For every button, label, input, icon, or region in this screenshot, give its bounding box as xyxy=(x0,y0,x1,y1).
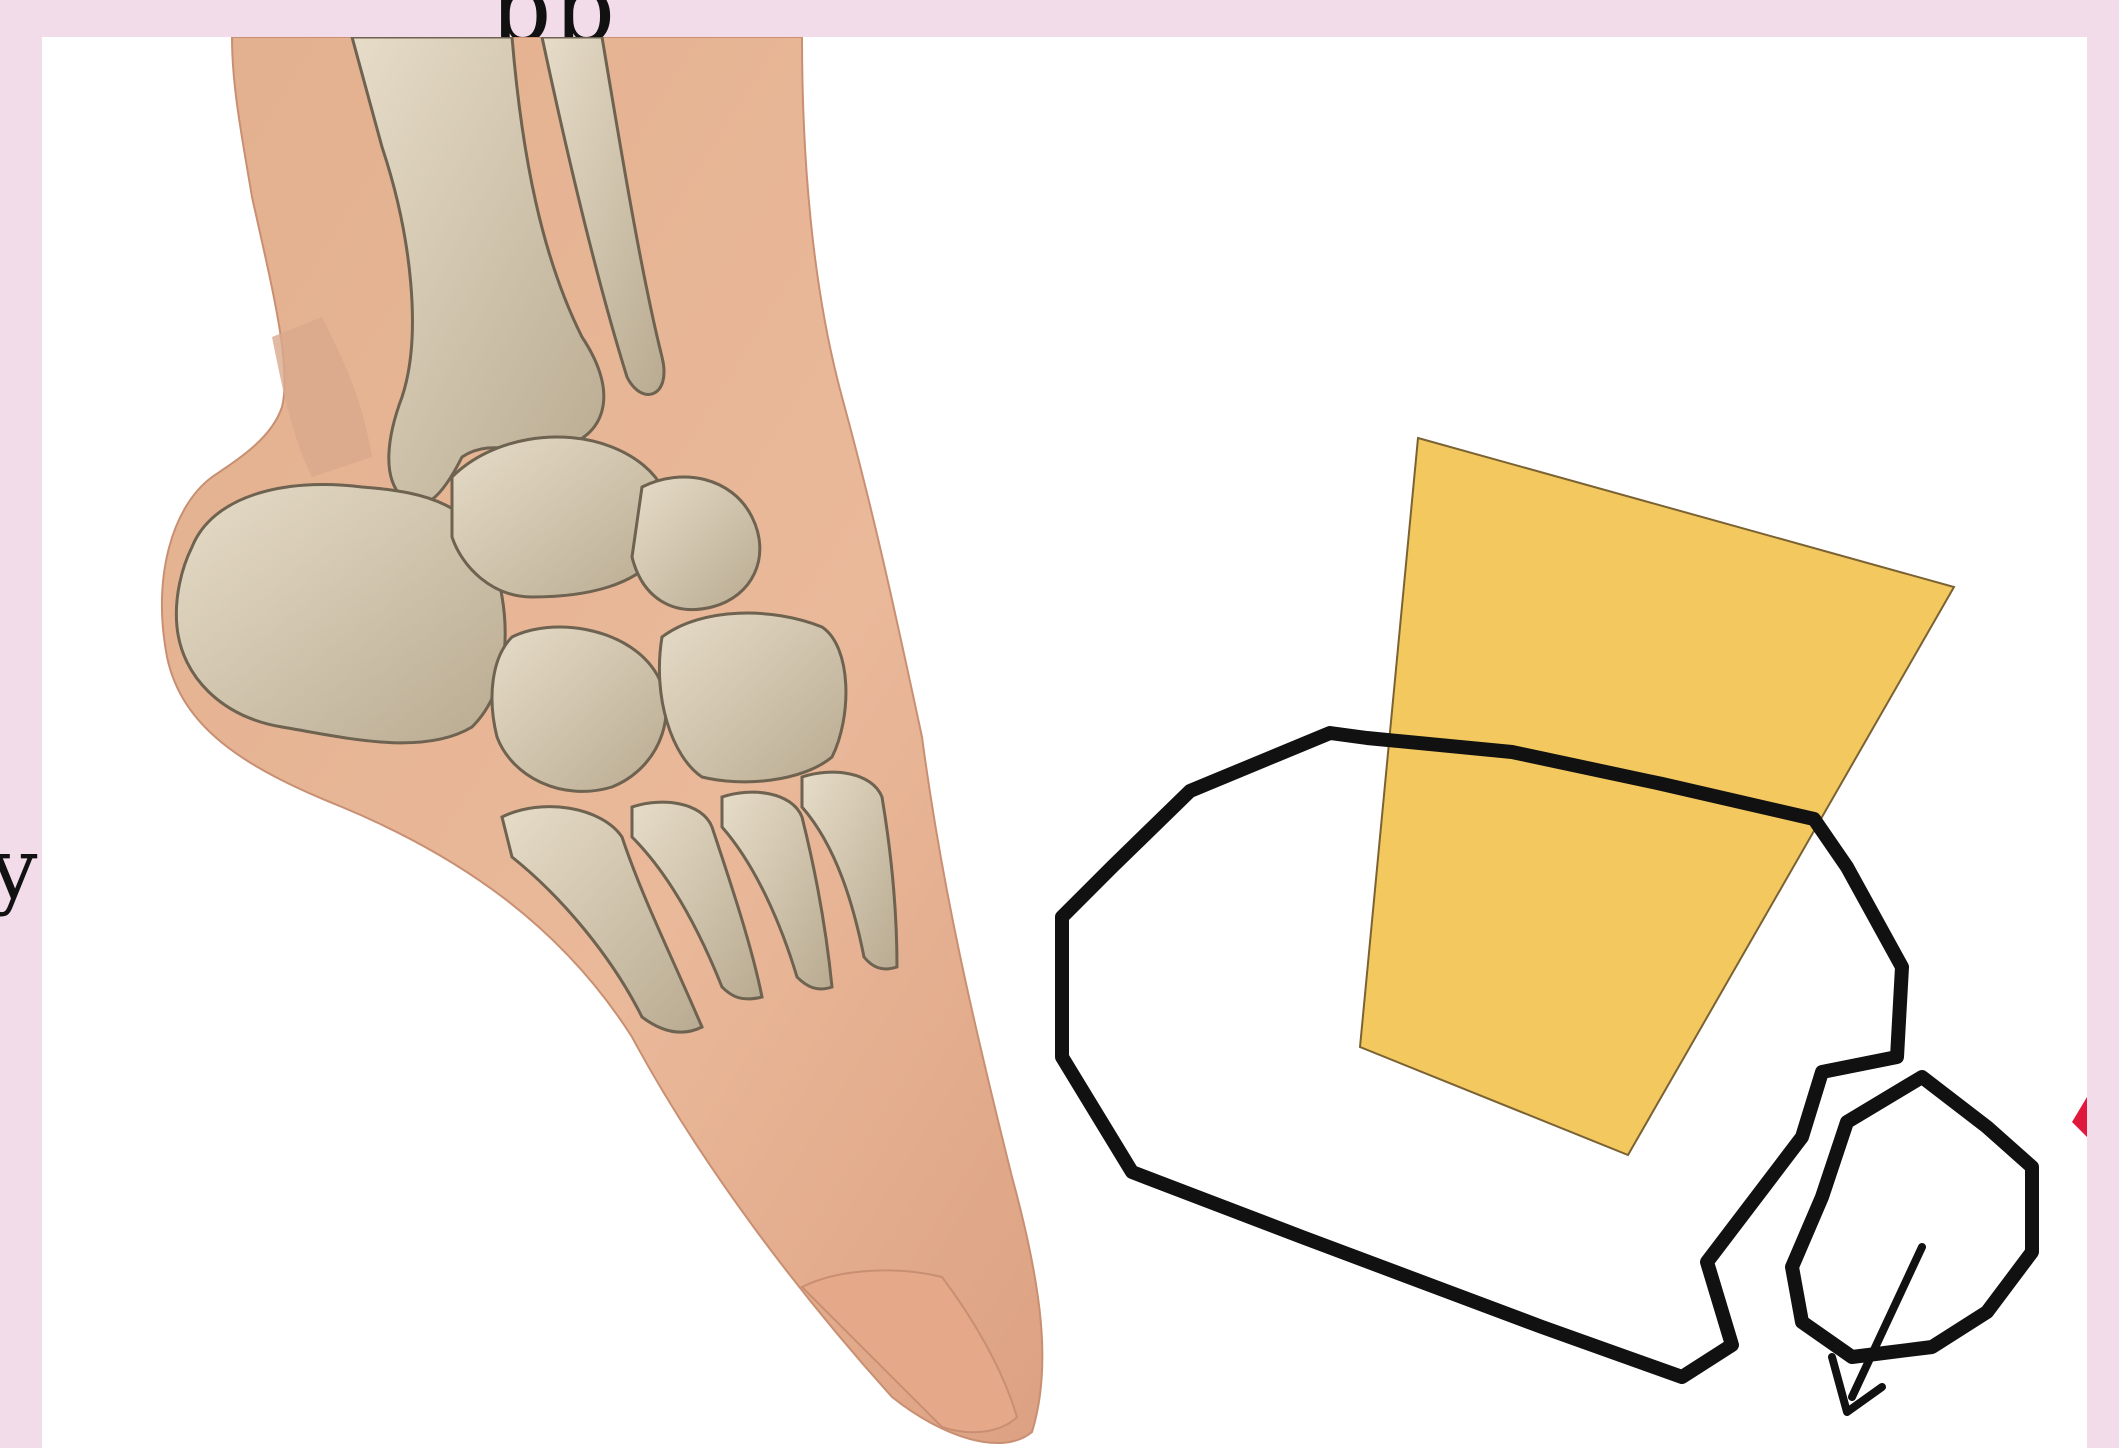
trapezoid-shape xyxy=(1360,438,1954,1155)
red-marker xyxy=(2072,1097,2087,1137)
cuneiform-bones xyxy=(659,613,846,782)
content-panel xyxy=(42,37,2087,1448)
arrow-down-icon xyxy=(1832,1247,1922,1412)
diagram-canvas xyxy=(42,37,2087,1448)
toe-outline-drawing xyxy=(1792,1077,2032,1357)
foot-skeleton-illustration xyxy=(162,37,1042,1443)
